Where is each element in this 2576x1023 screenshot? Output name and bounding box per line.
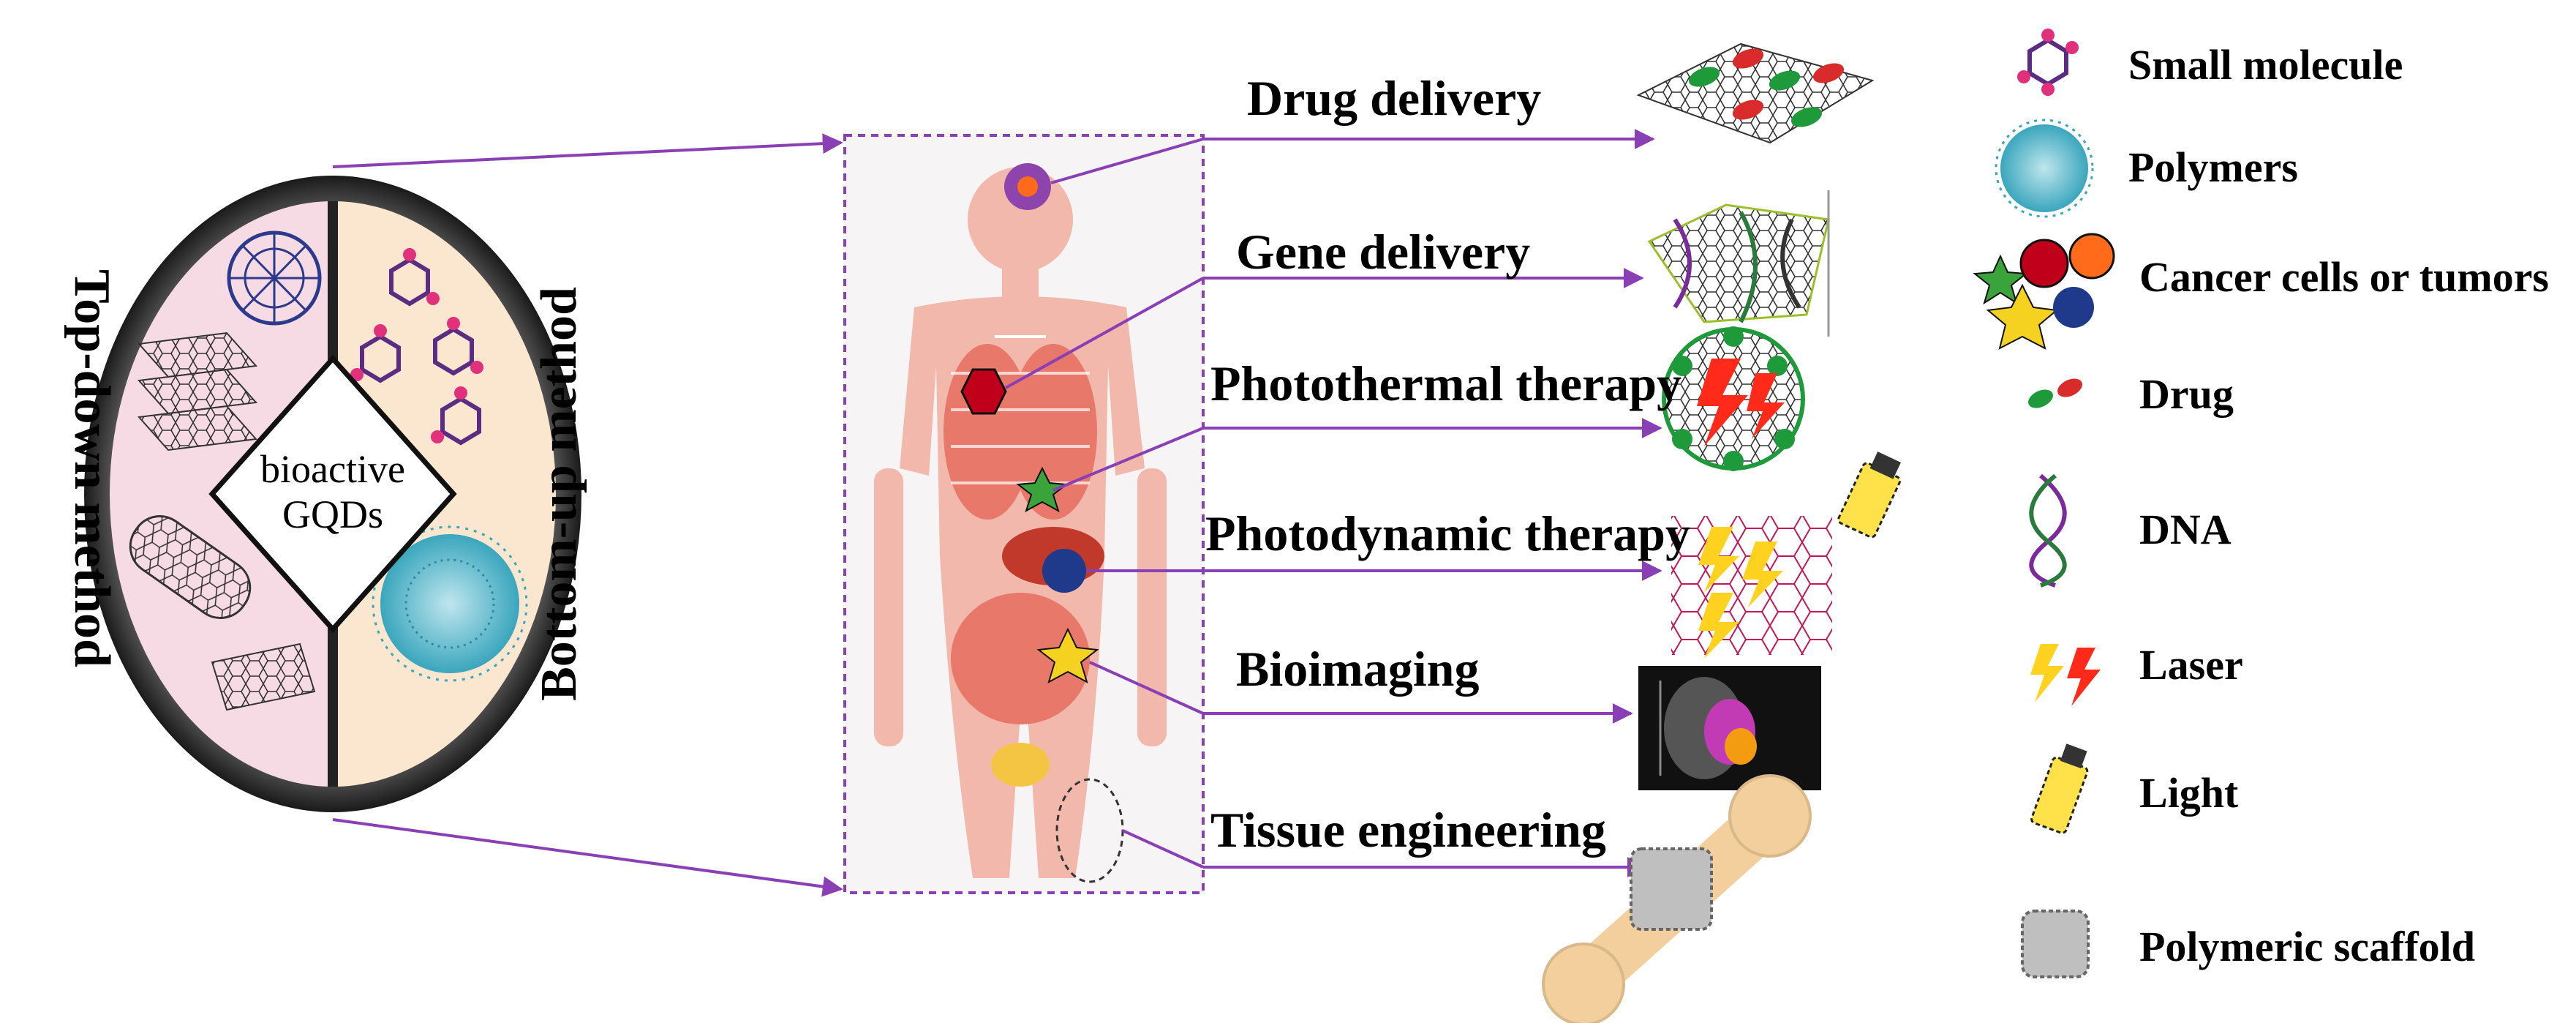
drug-capsule-icon bbox=[2028, 378, 2082, 408]
polymer-cluster-icon bbox=[372, 525, 528, 682]
drug-delivery-graphic bbox=[1636, 42, 1875, 144]
gqd-disc bbox=[84, 176, 581, 812]
app-label-drug-delivery: Drug delivery bbox=[1247, 70, 1542, 126]
connector-top bbox=[332, 133, 843, 168]
gqd-label-line1: bioactive bbox=[260, 447, 405, 491]
gene-delivery-graphic bbox=[1647, 190, 1830, 337]
small-molecule-icon bbox=[2017, 29, 2079, 96]
bottom-up-method-label: Bottom-up method bbox=[531, 287, 587, 701]
tumor-cells-icon bbox=[1973, 233, 2115, 350]
intestine-tumor-marker bbox=[1036, 627, 1099, 684]
scaffold-icon bbox=[2021, 910, 2090, 978]
nanotube-icon bbox=[129, 515, 252, 619]
photothermal-graphic bbox=[1662, 326, 1805, 471]
legend-polymers: Polymers bbox=[2128, 143, 2298, 191]
center-diamond bbox=[208, 354, 457, 634]
bioimaging-graphic bbox=[1638, 666, 1821, 790]
flashlight-icon bbox=[2030, 743, 2089, 834]
legend-light: Light bbox=[2139, 769, 2239, 817]
app-label-bioimaging: Bioimaging bbox=[1236, 641, 1480, 697]
laser-bolt-icon bbox=[2030, 644, 2101, 706]
molecule-cluster-icon bbox=[350, 248, 483, 446]
human-body-figure bbox=[874, 167, 1167, 883]
graphite-layers-icon bbox=[137, 331, 258, 451]
connector-bottom bbox=[332, 818, 843, 897]
app-label-photothermal: Photothermal therapy bbox=[1210, 356, 1682, 411]
dna-helix-icon bbox=[2029, 473, 2067, 588]
polymer-icon bbox=[1995, 119, 2094, 218]
top-down-method-label: Top-down method bbox=[64, 269, 120, 667]
legend-dna: DNA bbox=[2139, 506, 2232, 553]
photodynamic-graphic bbox=[1671, 451, 1902, 659]
gqd-center-label: bioactive GQDs bbox=[238, 446, 428, 537]
application-arrows bbox=[1005, 129, 1662, 877]
pancreas-tumor-marker bbox=[1042, 549, 1086, 593]
app-label-photodynamic: Photodynamic therapy bbox=[1205, 506, 1690, 561]
tissue-engineering-graphic bbox=[1542, 774, 1812, 1023]
gqd-label-line2: GQDs bbox=[282, 492, 383, 537]
legend-cancer-cells: Cancer cells or tumors bbox=[2139, 253, 2550, 301]
app-label-tissue-engineering: Tissue engineering bbox=[1210, 802, 1606, 858]
legend-small-molecule: Small molecule bbox=[2128, 41, 2403, 89]
graphene-sheet-icon bbox=[211, 642, 316, 711]
legend-icons bbox=[1973, 29, 2115, 978]
fullerene-icon bbox=[227, 231, 322, 326]
legend-laser: Laser bbox=[2139, 641, 2243, 689]
legend-polymeric-scaffold: Polymeric scaffold bbox=[2139, 923, 2476, 970]
app-label-gene-delivery: Gene delivery bbox=[1236, 224, 1531, 280]
light-source-icon bbox=[1837, 451, 1902, 539]
body-panel bbox=[843, 134, 1205, 894]
lung-tumor-marker bbox=[960, 368, 1007, 415]
star-tumor-marker bbox=[1016, 466, 1069, 513]
legend-drug: Drug bbox=[2139, 370, 2234, 418]
